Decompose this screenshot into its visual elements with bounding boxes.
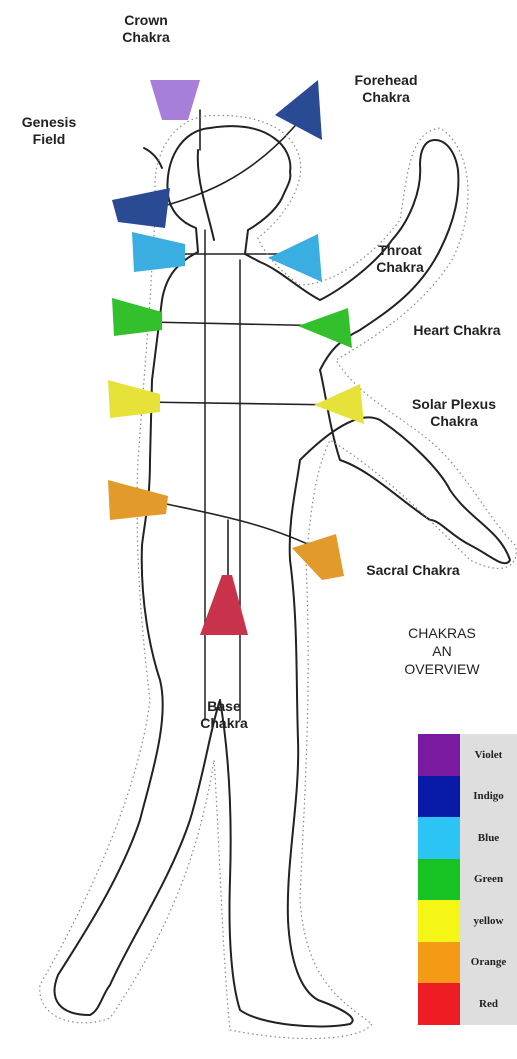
legend-label: Violet bbox=[460, 734, 517, 776]
forehead-chakra-label: Forehead Chakra bbox=[344, 72, 428, 106]
genesis-field-line bbox=[144, 148, 162, 168]
legend-row-green: Green bbox=[418, 859, 517, 901]
forehead-chakra bbox=[275, 80, 322, 140]
legend-label: Blue bbox=[460, 817, 517, 859]
base-chakra-label: Base Chakra bbox=[186, 698, 262, 732]
swatch-indigo bbox=[418, 776, 460, 818]
heart-chakra-left bbox=[112, 298, 162, 336]
sacral-chakra-label: Sacral Chakra bbox=[354, 562, 472, 579]
throat-chakra-label: Throat Chakra bbox=[362, 242, 438, 276]
legend-label: Red bbox=[460, 983, 517, 1025]
solar-plexus-chakra-label: Solar Plexus Chakra bbox=[398, 396, 510, 430]
heart-chakra-right bbox=[298, 308, 352, 348]
legend-row-red: Red bbox=[418, 983, 517, 1025]
legend-row-violet: Violet bbox=[418, 734, 517, 776]
swatch-red bbox=[418, 983, 460, 1025]
color-legend: Violet Indigo Blue Green yellow Orange R… bbox=[418, 734, 517, 1025]
throat-chakra-right bbox=[268, 234, 322, 282]
legend-label: Indigo bbox=[460, 776, 517, 818]
legend-label: Orange bbox=[460, 942, 517, 984]
crown-chakra-label: Crown Chakra bbox=[108, 12, 184, 46]
sacral-chakra-left bbox=[108, 480, 168, 520]
legend-row-blue: Blue bbox=[418, 817, 517, 859]
swatch-blue bbox=[418, 817, 460, 859]
swatch-yellow bbox=[418, 900, 460, 942]
solar-chakra-right bbox=[314, 384, 364, 424]
overview-title: CHAKRAS AN OVERVIEW bbox=[372, 624, 512, 678]
genesis-chakra bbox=[112, 188, 170, 228]
swatch-orange bbox=[418, 942, 460, 984]
throat-chakra-left bbox=[132, 232, 185, 272]
legend-label: yellow bbox=[460, 900, 517, 942]
legend-row-indigo: Indigo bbox=[418, 776, 517, 818]
legend-row-orange: Orange bbox=[418, 942, 517, 984]
legend-label: Green bbox=[460, 859, 517, 901]
legend-row-yellow: yellow bbox=[418, 900, 517, 942]
swatch-green bbox=[418, 859, 460, 901]
heart-chakra-label: Heart Chakra bbox=[398, 322, 516, 339]
base-chakra bbox=[200, 575, 248, 635]
crown-chakra bbox=[150, 80, 200, 120]
swatch-violet bbox=[418, 734, 460, 776]
genesis-field-label: Genesis Field bbox=[14, 114, 84, 148]
